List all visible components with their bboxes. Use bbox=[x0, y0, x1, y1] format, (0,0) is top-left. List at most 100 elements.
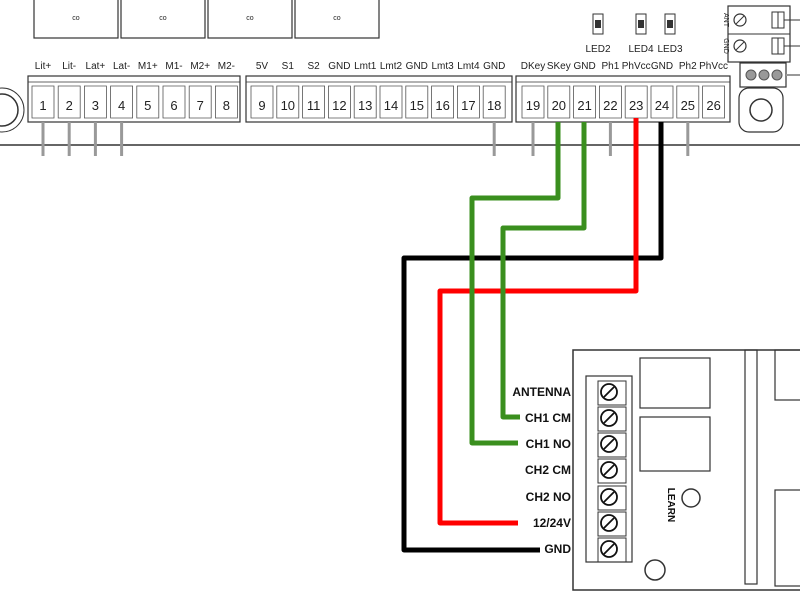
receiver-terminal-slot bbox=[597, 458, 627, 484]
receiver-terminal-label: CH1 NO bbox=[526, 437, 571, 451]
led-label: LED2 bbox=[585, 44, 610, 55]
terminal-number: 18 bbox=[487, 98, 501, 113]
receiver-terminal-label: 12/24V bbox=[533, 516, 571, 530]
receiver-terminal-label: CH2 CM bbox=[525, 463, 571, 477]
led-lens bbox=[595, 20, 601, 28]
terminal-label: S2 bbox=[307, 61, 320, 72]
receiver-terminal-slot bbox=[597, 537, 627, 563]
terminal-number: 16 bbox=[435, 98, 449, 113]
screw-icon bbox=[600, 435, 618, 453]
terminal-number: 21 bbox=[577, 98, 591, 113]
wire-green-ch1-no bbox=[469, 122, 561, 446]
terminal-label: Lit+ bbox=[35, 61, 52, 72]
led-lens bbox=[667, 20, 673, 28]
relay-block-label: co bbox=[72, 15, 80, 22]
terminal-slot bbox=[57, 85, 81, 119]
receiver-component bbox=[774, 489, 800, 587]
led-indicators: LED2 LED4 LED3 bbox=[585, 13, 683, 55]
ant-label: ANT bbox=[722, 13, 729, 28]
receiver-terminal-label: GND bbox=[544, 542, 571, 556]
three-pin-connector bbox=[739, 62, 800, 88]
receiver-terminal-slot bbox=[597, 380, 627, 406]
terminal-number: 7 bbox=[197, 98, 204, 113]
led-icon bbox=[592, 13, 604, 35]
led-label: LED3 bbox=[657, 44, 682, 55]
terminal-number: 24 bbox=[655, 98, 669, 113]
terminal-number: 22 bbox=[603, 98, 617, 113]
terminal-pins bbox=[41, 122, 690, 156]
terminal-group bbox=[27, 75, 241, 123]
receiver-terminal-slot bbox=[597, 432, 627, 458]
mounting-hole-right-frame bbox=[738, 87, 784, 133]
terminal-slot bbox=[136, 85, 160, 119]
terminal-slot bbox=[31, 85, 55, 119]
wire-black-gnd bbox=[401, 122, 664, 553]
terminal-slot bbox=[599, 85, 622, 119]
terminal-slot bbox=[215, 85, 238, 119]
mounting-hole-left-ring bbox=[0, 87, 25, 133]
terminal-number: 8 bbox=[223, 98, 230, 113]
terminal-number: 25 bbox=[681, 98, 695, 113]
receiver-terminal-label: ANTENNA bbox=[512, 385, 571, 399]
top-relay-blocks: co co co co bbox=[33, 0, 380, 39]
terminal-number: 2 bbox=[66, 98, 73, 113]
terminal-label: Lmt3 bbox=[431, 61, 454, 72]
terminal-slot bbox=[188, 85, 212, 119]
learn-label: LEARN bbox=[665, 488, 676, 522]
terminal-label: GND bbox=[651, 61, 673, 72]
receiver-terminal-slot bbox=[597, 485, 627, 511]
terminal-slot bbox=[702, 85, 725, 119]
terminal-number: 1 bbox=[39, 98, 46, 113]
terminal-number: 26 bbox=[706, 98, 720, 113]
terminal-number: 23 bbox=[629, 98, 643, 113]
led-icon bbox=[664, 13, 676, 35]
terminal-label: M2- bbox=[218, 61, 235, 72]
relay-2 bbox=[639, 416, 711, 472]
terminal-label: Ph2 bbox=[679, 61, 697, 72]
terminal-number: 17 bbox=[461, 98, 475, 113]
relay-block-label: co bbox=[333, 15, 341, 22]
terminal-slot bbox=[573, 85, 596, 119]
screw-icon bbox=[600, 488, 618, 506]
screw-icon bbox=[600, 540, 618, 558]
relay-block-label: co bbox=[159, 15, 167, 22]
receiver-terminal-slot bbox=[597, 406, 627, 432]
antenna-terminal-block: ANT GND bbox=[722, 5, 800, 63]
wire-red-power bbox=[437, 118, 639, 526]
terminal-label: 5V bbox=[256, 61, 269, 72]
terminal-slot bbox=[328, 85, 351, 119]
terminal-label: GND bbox=[406, 61, 428, 72]
terminal-label: SKey bbox=[547, 61, 571, 72]
terminal-label: GND bbox=[483, 61, 505, 72]
relay-block bbox=[294, 0, 380, 39]
screw-icon bbox=[600, 514, 618, 532]
terminal-label: Lmt4 bbox=[457, 61, 480, 72]
screw-icon bbox=[600, 383, 618, 401]
relay-block bbox=[207, 0, 293, 39]
terminal-label: M1- bbox=[165, 61, 182, 72]
terminal-label: Lmt1 bbox=[354, 61, 377, 72]
receiver-mounting-hole bbox=[644, 559, 666, 581]
terminal-group bbox=[515, 75, 731, 123]
led-label: LED4 bbox=[628, 44, 653, 55]
screw-icon bbox=[733, 13, 747, 27]
terminal-label: Lit- bbox=[62, 61, 76, 72]
terminal-slot bbox=[250, 85, 274, 119]
terminal-slot bbox=[650, 85, 674, 119]
terminal-number: 6 bbox=[170, 98, 177, 113]
terminal-label: GND bbox=[573, 61, 595, 72]
screw-icon bbox=[600, 461, 618, 479]
relay-block-label: co bbox=[246, 15, 254, 22]
terminal-slot bbox=[624, 85, 648, 119]
terminal-number: 3 bbox=[92, 98, 99, 113]
terminal-slot bbox=[521, 85, 545, 119]
receiver-strip bbox=[744, 349, 758, 585]
receiver-component bbox=[774, 349, 800, 401]
terminal-label: Lmt2 bbox=[380, 61, 403, 72]
learn-button[interactable] bbox=[681, 488, 701, 508]
